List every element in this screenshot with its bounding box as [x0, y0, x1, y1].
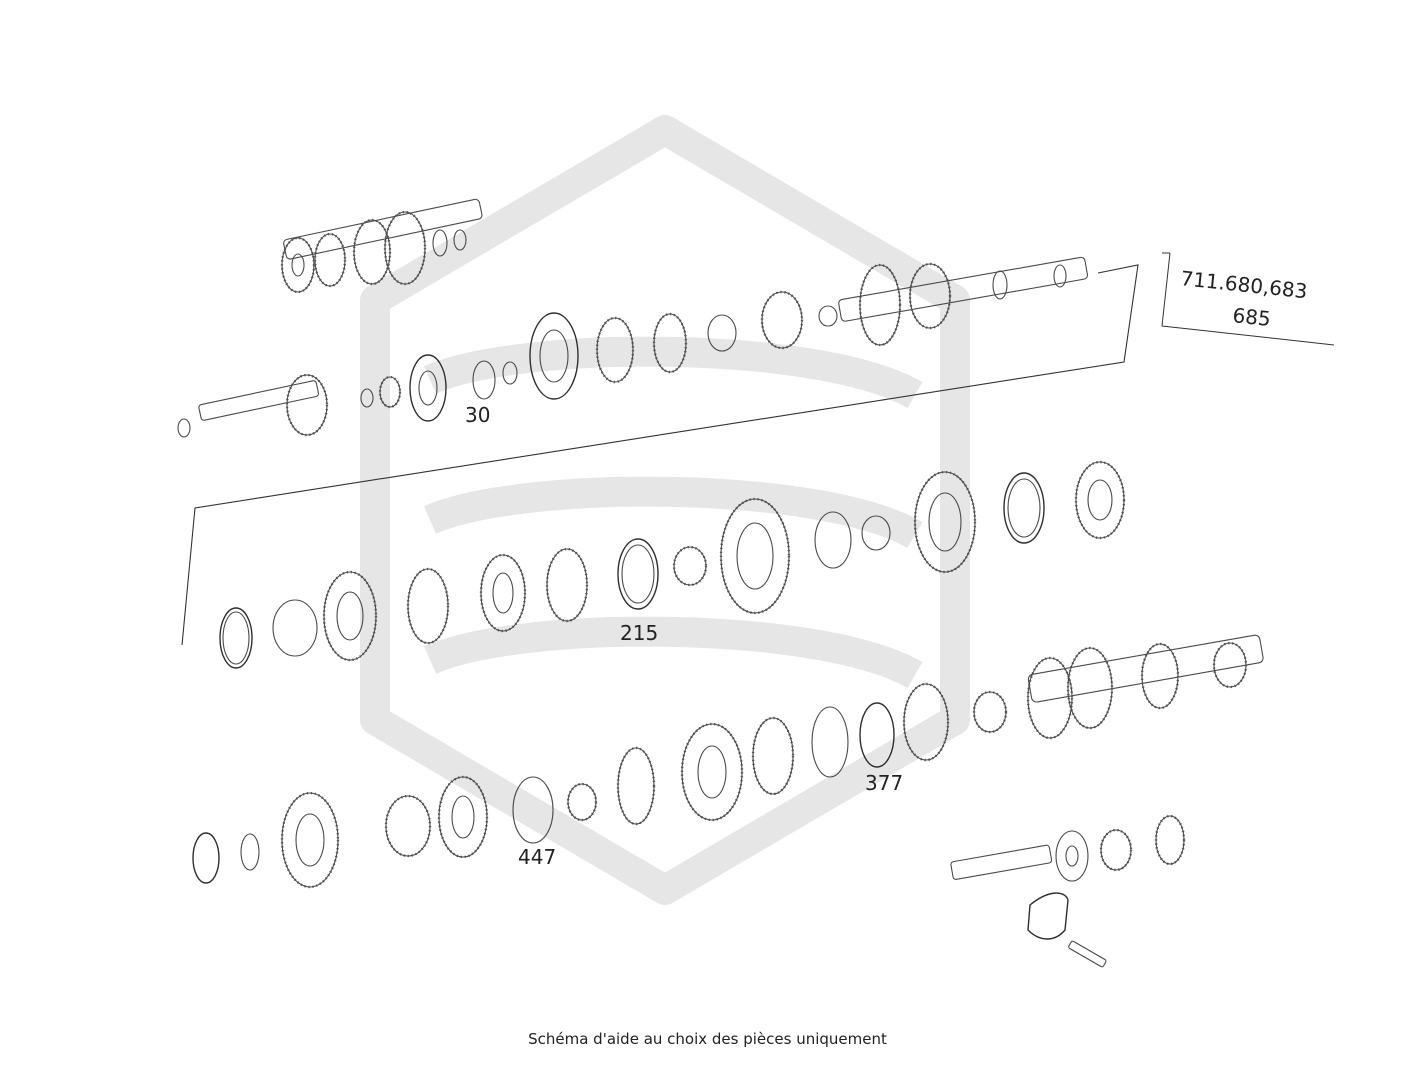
reference-number: 711.680,683 — [1179, 266, 1308, 303]
reference-number-2: 685 — [1231, 303, 1271, 331]
reference-label: 711.680,683 685 — [1161, 252, 1335, 346]
row-4-parts: 377 447 — [192, 634, 1264, 889]
row-3-parts: 215 — [219, 460, 1126, 669]
brand-watermark-icon — [360, 115, 970, 905]
row-2-parts: 30 — [177, 256, 1089, 438]
reverse-idler-group — [950, 814, 1186, 968]
callout-215: 215 — [620, 621, 658, 645]
assembly-outline — [181, 264, 1139, 646]
disclaimer-caption: Schéma d'aide au choix des pièces unique… — [528, 1030, 887, 1048]
input-shaft-assembly — [280, 198, 483, 294]
callout-377: 377 — [865, 771, 903, 795]
callout-447: 447 — [518, 845, 556, 869]
callout-30: 30 — [465, 403, 490, 427]
